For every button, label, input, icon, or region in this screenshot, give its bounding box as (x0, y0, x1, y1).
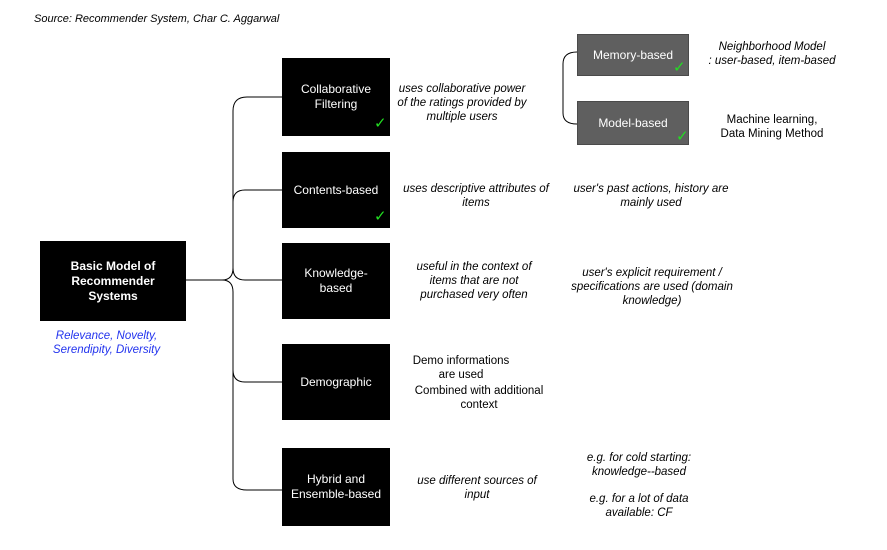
model-based-note-line1: Machine learning, (726, 114, 818, 126)
node-model-based: Model-based (577, 101, 689, 145)
demographic-description-line2: Combined with additional context (414, 385, 544, 411)
demographic-label: Demographic (300, 374, 372, 389)
check-icon: ✓ (374, 115, 387, 132)
memory-based-label: Memory-based (592, 47, 674, 62)
node-contents-based: Contents-based (282, 152, 390, 228)
branch-contents (232, 189, 282, 203)
node-hybrid-ensemble: Hybrid and Ensemble-based (282, 448, 390, 526)
contents-note: user's past actions, history are mainly … (573, 183, 729, 209)
contents-label: Contents-based (293, 182, 379, 197)
demographic-description-line1: Demo informations are used (412, 355, 510, 381)
hybrid-label: Hybrid and Ensemble-based (290, 472, 382, 501)
contents-description: uses descriptive attributes of items (403, 183, 549, 209)
collaborative-label: Collaborative Filtering (300, 82, 372, 111)
branch-knowledge (232, 267, 282, 281)
node-memory-based: Memory-based (577, 34, 689, 76)
hybrid-note-cold-start: e.g. for cold starting: knowledge--based (586, 452, 692, 478)
node-demographic: Demographic (282, 344, 390, 420)
memory-based-note-line1: Neighborhood Model (718, 41, 826, 53)
knowledge-label: Knowledge-based (304, 266, 368, 295)
model-based-label: Model-based (598, 115, 668, 130)
collaborative-description: uses collaborative power of the ratings … (397, 83, 527, 123)
branch-demographic (232, 369, 282, 383)
trunk-bottom (221, 279, 282, 491)
model-based-note-line2: Data Mining Method (720, 128, 824, 140)
knowledge-note: user's explicit requirement / specificat… (571, 267, 733, 307)
hybrid-description: use different sources of input (417, 475, 537, 501)
check-icon: ✓ (673, 59, 686, 76)
cf-subtype-bracket (562, 51, 578, 125)
hybrid-note-lot-of-data: e.g. for a lot of data available: CF (589, 493, 689, 519)
knowledge-description: useful in the context of items that are … (416, 261, 532, 301)
root-label: Basic Model of Recommender Systems (70, 258, 156, 303)
node-knowledge-based: Knowledge-based (282, 243, 390, 319)
root-node: Basic Model of Recommender Systems (40, 241, 186, 321)
node-collaborative-filtering: Collaborative Filtering (282, 58, 390, 136)
memory-based-note-line2: : user-based, item-based (708, 55, 836, 67)
check-icon: ✓ (374, 208, 387, 225)
trunk-top (221, 96, 282, 281)
check-icon: ✓ (676, 128, 689, 145)
root-goals: Relevance, Novelty, Serendipity, Diversi… (52, 330, 161, 356)
source-citation: Source: Recommender System, Char C. Agga… (34, 13, 280, 25)
